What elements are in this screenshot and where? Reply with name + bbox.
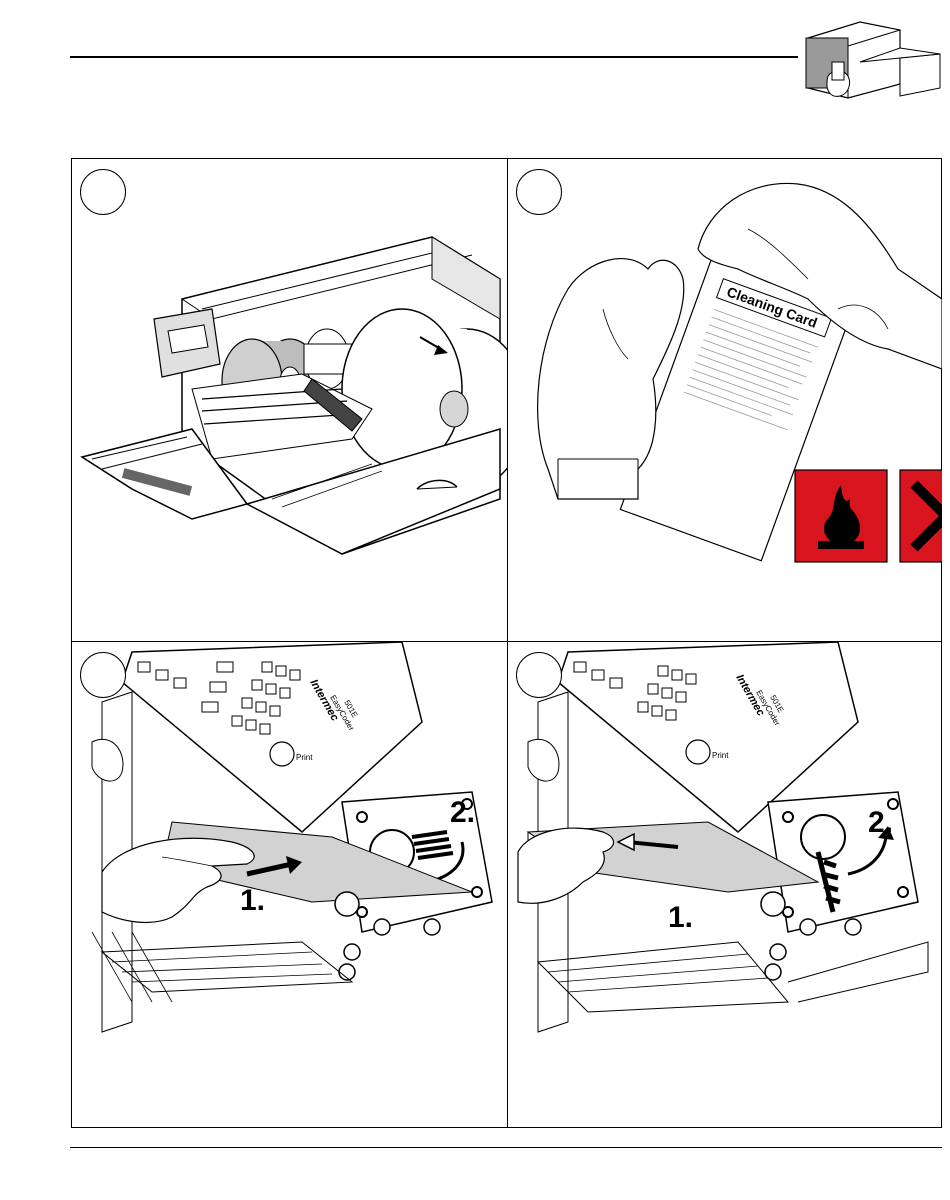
panel-step-1 <box>72 159 507 641</box>
print-key-label: Print <box>712 751 729 760</box>
step-annotation-1: 1. <box>240 884 265 917</box>
step-annotation-1: 1. <box>668 901 693 934</box>
printer-thumbnail-icon <box>800 18 942 102</box>
step-number-circle <box>516 652 562 698</box>
printer-open-illustration <box>72 159 507 641</box>
panel-step-3: Print Intermec EasyCoder 501E 2. 1. <box>72 642 507 1128</box>
header-rule <box>70 56 798 58</box>
print-key-label: Print <box>296 753 313 762</box>
footer-rule <box>70 1147 942 1148</box>
step-annotation-2: 2. <box>450 796 475 829</box>
panel-step-4: Print Intermec EasyCoder 501E 2. 1. <box>508 642 942 1128</box>
step-number-circle <box>516 169 562 215</box>
cross-warning-icon <box>900 470 942 562</box>
cleaning-card-illustration: Cleaning Card <box>508 159 942 641</box>
panel-step-2: Cleaning Card <box>508 159 942 641</box>
step-number-circle <box>80 652 126 698</box>
pull-card-illustration: Print Intermec EasyCoder 501E 2. 1. <box>508 642 942 1128</box>
step-number-circle <box>80 169 126 215</box>
insert-card-illustration: Print Intermec EasyCoder 501E 2. 1. <box>72 642 507 1128</box>
instruction-grid: Cleaning Card <box>71 158 942 1128</box>
